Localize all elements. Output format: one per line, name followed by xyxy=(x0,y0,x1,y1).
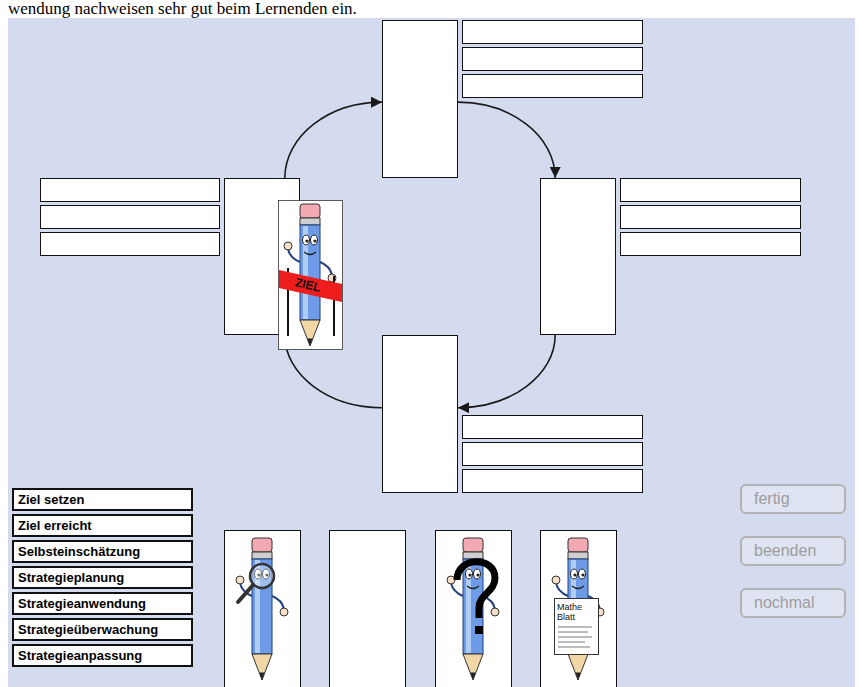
action-button: fertig xyxy=(740,484,846,514)
term-card: Strategieplanung xyxy=(12,566,193,589)
drawing-part xyxy=(621,233,801,256)
cycle-arrow xyxy=(458,335,555,408)
node-text: fertig xyxy=(754,490,790,508)
cycle-stage-box xyxy=(540,178,616,335)
drawing-part xyxy=(41,206,220,229)
node-text: Ziel erreicht xyxy=(18,518,92,533)
drawing-part xyxy=(475,626,483,634)
node-text: beenden xyxy=(754,542,816,560)
drawing-part xyxy=(558,632,588,633)
term-card: Strategieüberwachung xyxy=(12,618,193,641)
drawing-part xyxy=(621,206,801,229)
term-card: Ziel setzen xyxy=(12,488,193,511)
cycle-stage-box xyxy=(382,335,458,493)
action-button: nochmal xyxy=(740,588,846,618)
drawing-part xyxy=(558,627,592,628)
drawing-part xyxy=(225,531,301,687)
drawing-part xyxy=(463,443,643,466)
term-card: Ziel erreicht xyxy=(12,514,193,537)
node-text: Ziel setzen xyxy=(18,492,84,507)
cycle-stage-box xyxy=(382,20,458,178)
drawing-part xyxy=(555,599,599,655)
drawing-part xyxy=(41,179,220,202)
node-text: Selbsteinschätzung xyxy=(18,544,140,559)
drawing-part xyxy=(463,470,643,493)
node-text: Strategieplanung xyxy=(18,570,124,585)
drawing-part xyxy=(330,531,406,687)
term-card: Strategieanwendung xyxy=(12,592,193,615)
drawing-part xyxy=(41,233,220,256)
drawing-part xyxy=(552,538,604,680)
drawing-part xyxy=(436,531,512,687)
instruction-text: wendung nachweisen sehr gut beim Lernend… xyxy=(8,0,357,17)
goal-card xyxy=(279,201,343,350)
answer-slots xyxy=(41,21,801,493)
drawing-part xyxy=(621,179,801,202)
drawing-part xyxy=(463,48,643,71)
drawing-part xyxy=(457,562,495,618)
drawing-part xyxy=(463,75,643,98)
drawing-part xyxy=(238,585,253,602)
drawing-part xyxy=(463,21,643,44)
node-text: Strategieanwendung xyxy=(18,596,146,611)
cycle-arrow xyxy=(458,102,555,178)
node-text: Strategieanpassung xyxy=(18,648,142,663)
cycle-arrow xyxy=(285,102,382,178)
finish-banner xyxy=(279,270,342,302)
drawing-part xyxy=(558,637,592,638)
panel xyxy=(8,18,855,687)
drawing-part xyxy=(463,416,643,439)
drawing-part xyxy=(558,642,585,643)
worksheet-pencil xyxy=(552,538,604,680)
drawing-part xyxy=(541,531,617,687)
drawing-part xyxy=(558,647,590,648)
worksheet-text: Mathe Blatt xyxy=(557,602,595,622)
node-text: Strategieüberwachung xyxy=(18,622,158,637)
drawing-part xyxy=(558,627,592,647)
question-pencil xyxy=(447,538,499,680)
action-button: beenden xyxy=(740,536,846,566)
drawing-part xyxy=(447,538,499,680)
node-text: nochmal xyxy=(754,594,814,612)
term-card: Selbsteinschätzung xyxy=(12,540,193,563)
magnifier-pencil xyxy=(236,538,288,680)
term-card: Strategieanpassung xyxy=(12,644,193,667)
drawing-part xyxy=(236,538,288,680)
worksheet-paper xyxy=(555,599,599,655)
picture-cards xyxy=(225,531,617,687)
